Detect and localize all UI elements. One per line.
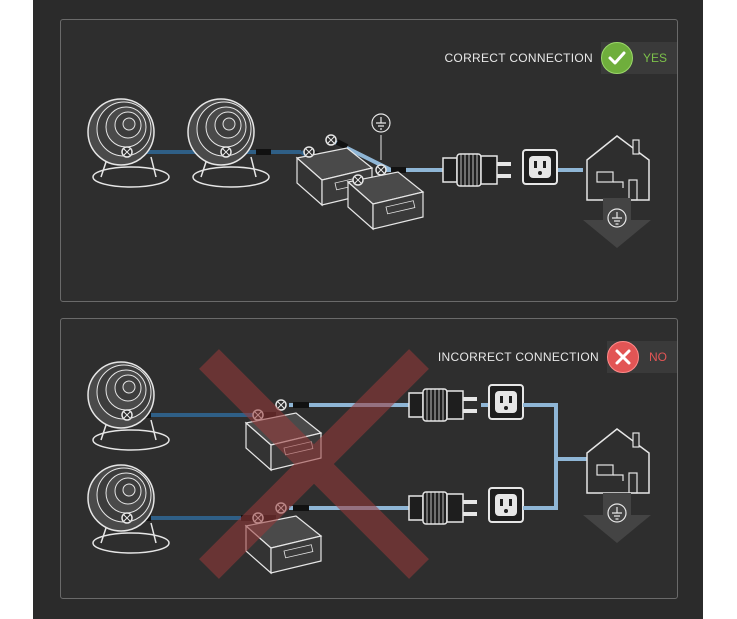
speaker-icon <box>187 98 270 188</box>
earth-ground-icon <box>582 197 652 249</box>
correct-wiring-diagram <box>87 98 652 249</box>
incorrect-connection-panel: INCORRECT CONNECTION NO <box>60 318 678 599</box>
correct-status: CORRECT CONNECTION YES <box>444 42 677 74</box>
earth-ground-icon <box>582 492 652 544</box>
correct-connection-panel: CORRECT CONNECTION YES <box>60 19 678 302</box>
house-icon <box>586 135 650 201</box>
wall-outlet-icon <box>488 384 524 420</box>
wall-outlet-icon <box>488 487 524 523</box>
diagram-stage: CORRECT CONNECTION YES <box>33 0 703 619</box>
cross-icon <box>607 341 639 373</box>
power-plug-icon <box>408 491 478 525</box>
big-cross-icon <box>199 349 429 579</box>
house-icon <box>586 428 650 494</box>
correct-badge: YES <box>600 42 677 74</box>
speaker-icon <box>87 464 170 554</box>
incorrect-wiring-diagram <box>87 349 652 579</box>
incorrect-badge: NO <box>607 341 677 373</box>
checkmark-icon <box>600 42 633 74</box>
power-plug-icon <box>408 388 478 422</box>
incorrect-status: INCORRECT CONNECTION NO <box>438 341 677 373</box>
correct-verdict: YES <box>642 51 667 65</box>
speaker-icon <box>87 98 170 188</box>
wall-outlet-icon <box>522 149 558 185</box>
correct-connection-label: CORRECT CONNECTION <box>444 51 593 65</box>
ground-symbol-icon <box>371 113 391 133</box>
incorrect-verdict: NO <box>649 350 667 364</box>
power-plug-icon <box>442 153 512 187</box>
speaker-icon <box>87 361 170 451</box>
incorrect-connection-label: INCORRECT CONNECTION <box>437 350 599 364</box>
